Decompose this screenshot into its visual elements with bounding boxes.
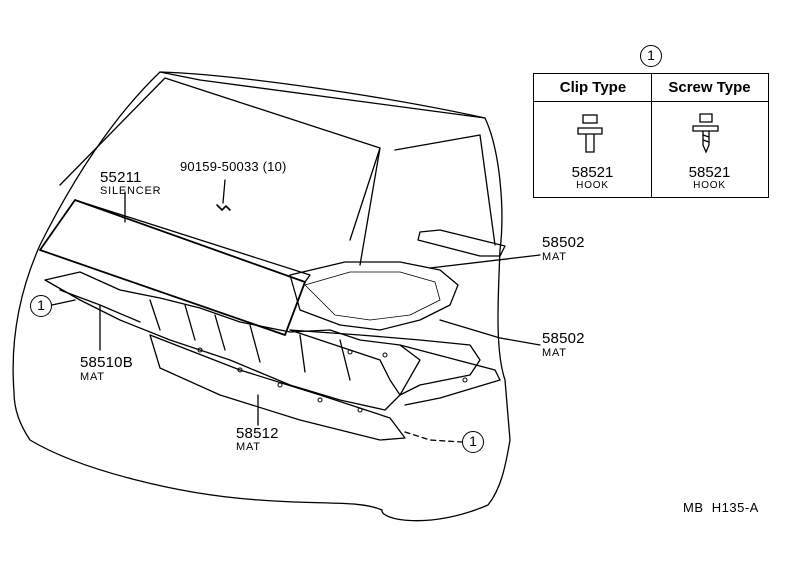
- roof-line: [159, 71, 486, 119]
- legend-clip-part-name: HOOK: [576, 180, 609, 191]
- callout-55211-name: SILENCER: [100, 185, 162, 197]
- leader-circle-left: [51, 299, 76, 306]
- legend-header-screw-type: Screw Type: [651, 74, 768, 102]
- callout-90159-number: 90159-50033 (10): [180, 159, 287, 174]
- callout-58510b-number: 58510B: [80, 354, 133, 371]
- callout-58502-lower-name: MAT: [542, 347, 567, 359]
- hook-type-legend: Clip Type Screw Type 58521 HOOK 58521 HO…: [533, 73, 769, 198]
- legend-header-clip-type: Clip Type: [534, 74, 652, 102]
- mat-holes: [197, 347, 468, 413]
- legend-screw-part-name: HOOK: [693, 180, 726, 191]
- callout-58502-upper-number: 58502: [542, 234, 585, 251]
- diagram-code-value: H135-A: [711, 500, 759, 515]
- rear-mat-lower: [289, 329, 481, 396]
- legend-divider: [651, 74, 652, 197]
- rear-mat-upper-inner: [304, 271, 441, 321]
- mat-piece: [417, 229, 506, 257]
- leader-90159: [222, 179, 226, 204]
- leader-circle-lower: [404, 431, 463, 443]
- silencer-panel: [39, 199, 306, 336]
- callout-58512-number: 58512: [236, 425, 279, 442]
- cab-rear-line: [394, 134, 496, 246]
- leader-58502-upper: [429, 254, 541, 269]
- callout-58512-name: MAT: [236, 441, 261, 453]
- cab-door-line: [359, 147, 381, 266]
- vehicle-body-outline: [12, 71, 511, 522]
- marker-circle-lower: 1: [462, 431, 484, 453]
- callout-58502-upper-name: MAT: [542, 251, 567, 263]
- legend-clip-part-number: 58521: [571, 164, 614, 181]
- callout-55211-number: 55211: [100, 169, 142, 186]
- rear-mat-lower-step: [399, 344, 501, 406]
- silencer-panel-edge: [74, 199, 311, 283]
- callout-58510b-name: MAT: [80, 371, 105, 383]
- front-mat-58510b: [44, 271, 421, 411]
- screw-hook-icon: [692, 113, 719, 154]
- clip-hook-icon: [577, 114, 603, 153]
- diagram-code: MB H135-A: [683, 500, 759, 515]
- leader-58502-lower: [439, 319, 541, 346]
- rear-mat-upper: [289, 261, 459, 331]
- callout-58502-lower-number: 58502: [542, 330, 585, 347]
- legend-marker: 1: [640, 45, 662, 67]
- marker-circle-left: 1: [30, 295, 52, 317]
- diagram-code-prefix: MB: [683, 500, 704, 515]
- legend-screw-part-number: 58521: [688, 164, 731, 181]
- fastener-90159: [216, 204, 231, 211]
- windshield-outline: [59, 77, 381, 241]
